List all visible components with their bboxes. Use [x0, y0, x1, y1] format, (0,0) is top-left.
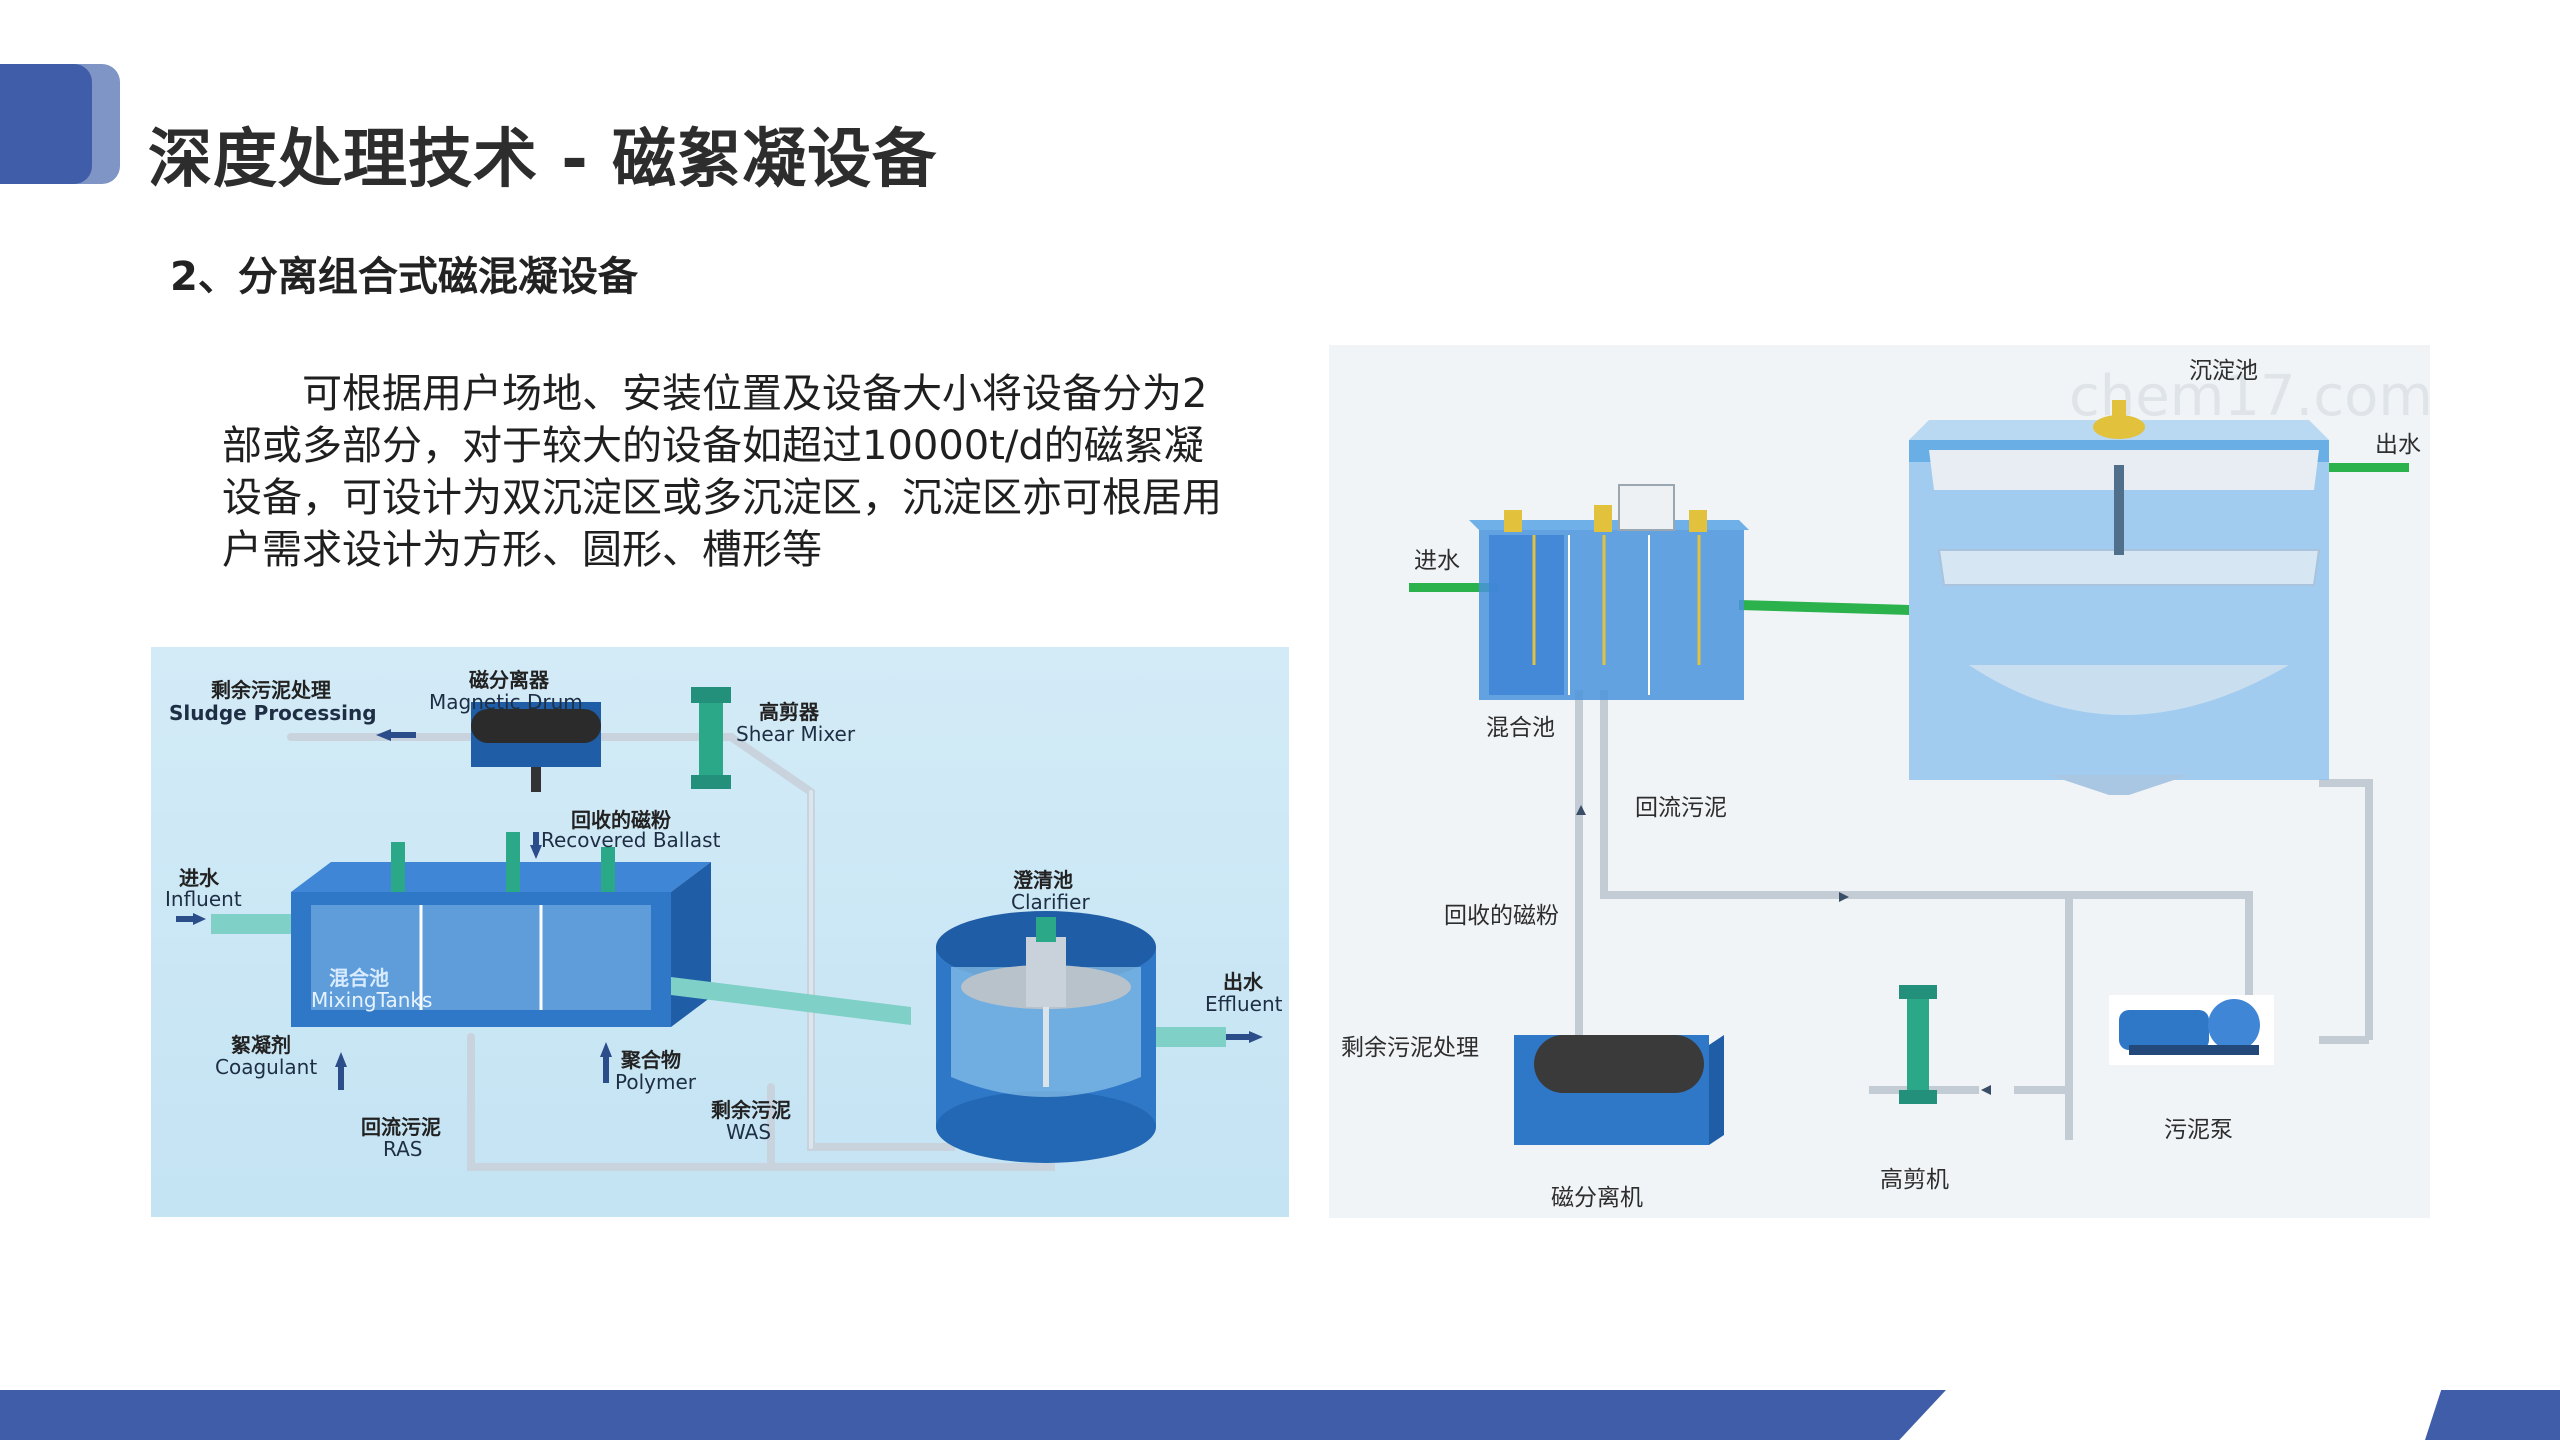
- shear-mixer: [691, 687, 731, 789]
- label-outlet: 出水: [2375, 432, 2421, 458]
- inlet-pipe: [1409, 583, 1499, 592]
- label-ballast-cn: 回收的磁粉: [571, 808, 671, 832]
- body-paragraph: 可根据用户场地、安装位置及设备大小将设备分为2部或多部分，对于较大的设备如超过1…: [222, 368, 1242, 576]
- label-influent-en: Influent: [165, 887, 242, 911]
- sludge-pump: [2109, 995, 2274, 1065]
- settling-tank: [1909, 400, 2329, 795]
- mixing-tank: [1469, 484, 1749, 700]
- label-ras-cn: 回流污泥: [361, 1115, 441, 1139]
- label-sludge-pump: 污泥泵: [2164, 1117, 2233, 1143]
- label-clarifier-cn: 澄清池: [1013, 868, 1073, 892]
- label-shear-machine: 高剪机: [1880, 1167, 1949, 1193]
- label-mixing-en: MixingTanks: [311, 988, 432, 1012]
- shear-machine: [1899, 985, 1937, 1104]
- process-diagram-left-svg: 剩余污泥处理 Sludge Processing 磁分离器 Magnetic D…: [165, 668, 1283, 1171]
- label-sludge-en: Sludge Processing: [169, 701, 377, 725]
- label-coagulant-cn: 絮凝剂: [231, 1033, 291, 1057]
- label-ballast-en: Recovered Ballast: [541, 828, 721, 852]
- label-drum-cn: 磁分离器: [469, 668, 550, 692]
- label-clarifier-en: Clarifier: [1011, 890, 1090, 914]
- label-shear-en: Shear Mixer: [736, 722, 856, 746]
- label-polymer-en: Polymer: [615, 1070, 697, 1094]
- header-decoration-dark: [0, 64, 92, 184]
- label-settling: 沉淀池: [2189, 358, 2258, 384]
- label-effluent-en: Effluent: [1205, 992, 1283, 1016]
- section-subtitle: 2、分离组合式磁混凝设备: [170, 254, 638, 300]
- label-magnetic-separator: 磁分离机: [1551, 1185, 1643, 1211]
- label-coagulant-en: Coagulant: [215, 1055, 317, 1079]
- label-polymer-cn: 聚合物: [620, 1048, 681, 1072]
- magnetic-drum: [471, 702, 601, 792]
- label-excess-sludge: 剩余污泥处理: [1341, 1035, 1479, 1061]
- pipe-arrows: [1576, 805, 1991, 1095]
- label-drum-en: Magnetic Drum: [429, 690, 583, 714]
- label-mixing: 混合池: [1486, 715, 1555, 741]
- slide-title: 深度处理技术 - 磁絮凝设备: [148, 123, 938, 197]
- clarifier: [936, 911, 1156, 1163]
- label-was-en: WAS: [726, 1120, 771, 1144]
- footer-bar-right: [2425, 1390, 2560, 1440]
- footer-bar: [0, 1390, 1946, 1440]
- label-return-sludge: 回流污泥: [1635, 795, 1727, 821]
- outlet-pipe: [2329, 463, 2409, 472]
- process-diagram-left: 剩余污泥处理 Sludge Processing 磁分离器 Magnetic D…: [151, 647, 1289, 1217]
- pipe-ras: [467, 1033, 535, 1171]
- transfer-pipe: [671, 977, 911, 1025]
- label-was-cn: 剩余污泥: [711, 1098, 791, 1122]
- label-sludge-cn: 剩余污泥处理: [211, 678, 331, 702]
- label-inlet: 进水: [1414, 548, 1460, 574]
- process-diagram-right: chem17.com: [1329, 345, 2430, 1218]
- label-ras-en: RAS: [383, 1137, 422, 1161]
- effluent-pipe: [1156, 1027, 1226, 1047]
- process-diagram-right-svg: chem17.com: [1341, 358, 2430, 1211]
- flow-arrows: [176, 729, 1263, 1090]
- label-influent-cn: 进水: [179, 866, 220, 890]
- body-text: 可根据用户场地、安装位置及设备大小将设备分为2部或多部分，对于较大的设备如超过1…: [222, 371, 1222, 573]
- label-mixing-cn: 混合池: [329, 966, 389, 990]
- transfer-pipe-green: [1739, 600, 1909, 615]
- label-effluent-cn: 出水: [1223, 970, 1264, 994]
- magnetic-separator: [1514, 1035, 1724, 1145]
- label-recovered-powder: 回收的磁粉: [1444, 903, 1559, 929]
- label-shear-cn: 高剪器: [759, 700, 820, 724]
